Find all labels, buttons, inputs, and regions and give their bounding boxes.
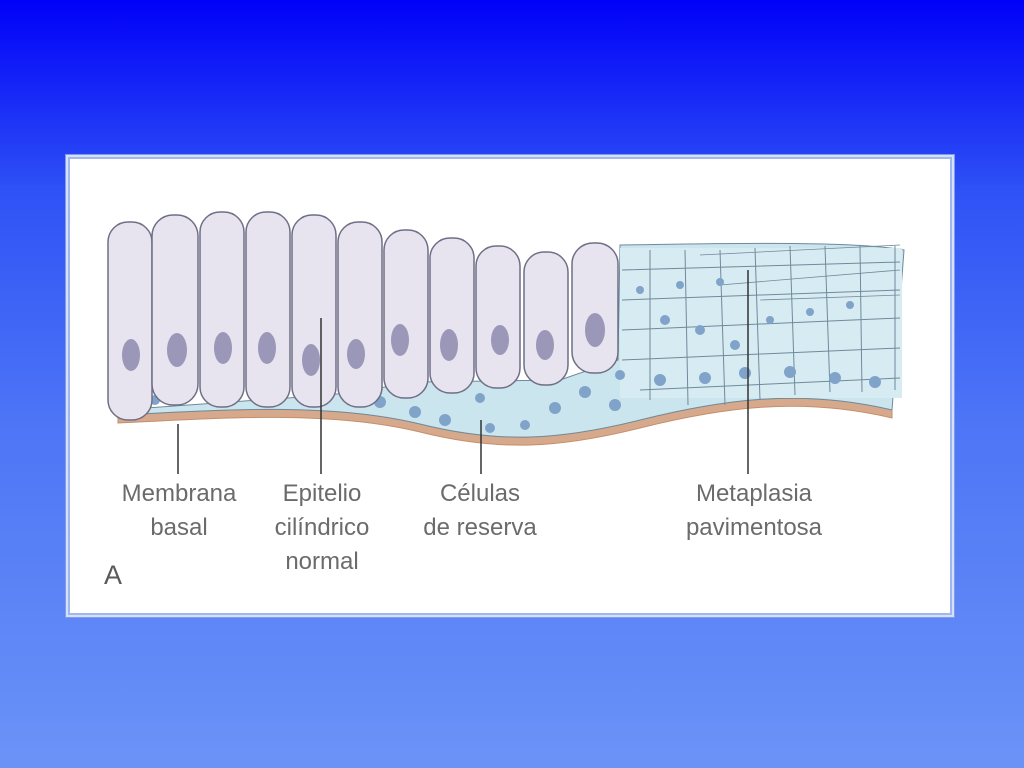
- label-membrana-basal: Membrana basal: [121, 480, 237, 541]
- panel-letter: A: [104, 560, 123, 590]
- columnar-cells: [107, 211, 619, 421]
- label-metaplasia-pavimentosa: Metaplasia pavimentosa: [685, 480, 823, 541]
- columnar-nuclei: [122, 313, 605, 376]
- label-epitelio-cilindrico: Epitelio cilíndrico normal: [274, 480, 370, 575]
- label-celulas-reserva: Células de reserva: [423, 480, 537, 541]
- label-leader-lines: [177, 270, 749, 474]
- squamous-nuclei: [636, 278, 881, 388]
